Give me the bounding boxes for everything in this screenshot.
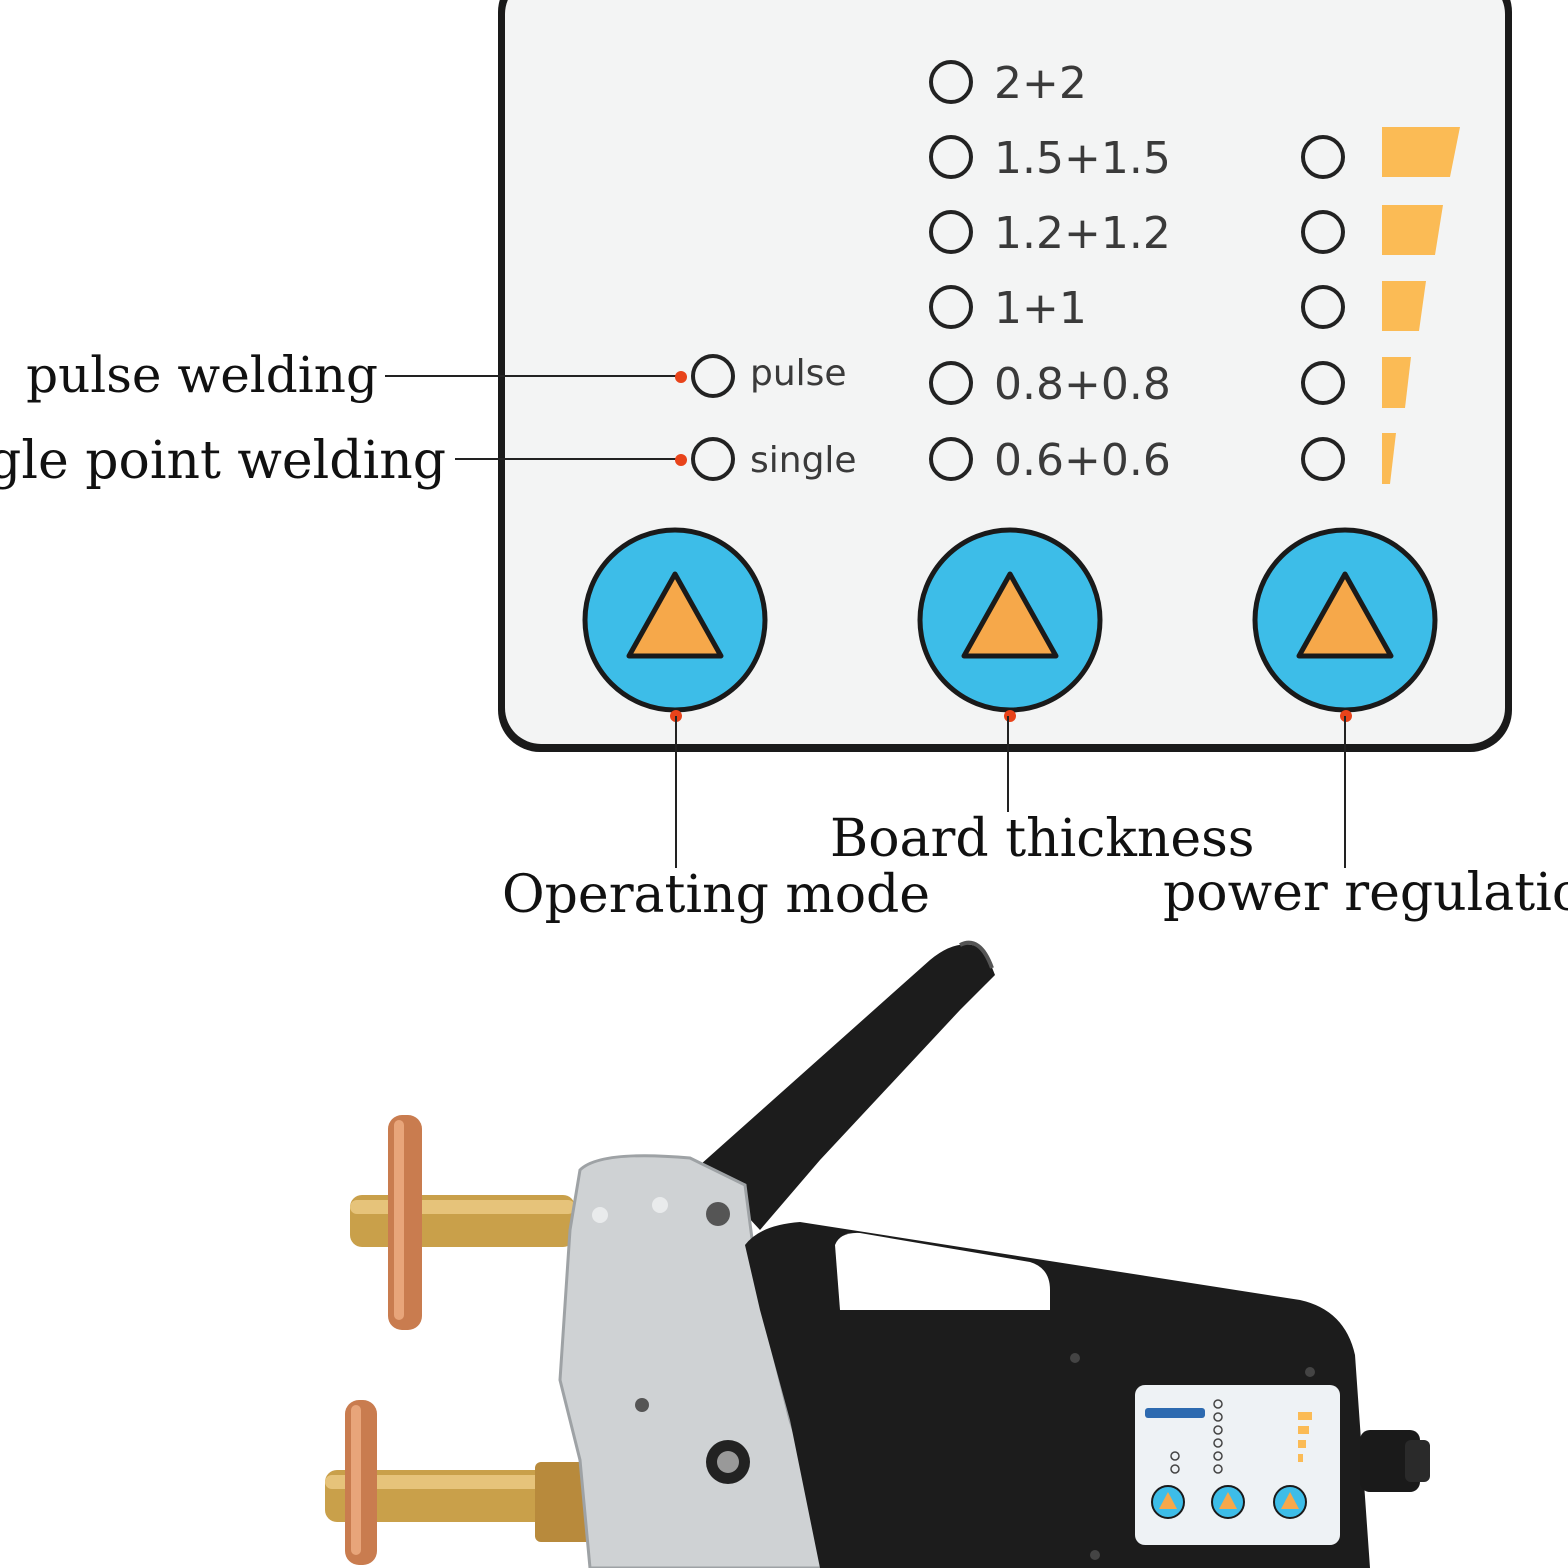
power-bar-2	[1382, 357, 1411, 408]
led-ring-icon	[1301, 135, 1345, 179]
callout-operating-mode: Operating mode	[502, 710, 930, 925]
callout-label-board-thickness: Board thickness	[830, 809, 1254, 869]
upper-electrode	[388, 1115, 422, 1330]
callout-power-regulation: power regulation	[1163, 710, 1568, 923]
thickness-button[interactable]	[917, 527, 1103, 713]
power-levels	[1301, 127, 1460, 484]
callout-dot	[1004, 710, 1016, 722]
power-bar-1	[1382, 433, 1396, 484]
mode-button[interactable]	[582, 527, 768, 713]
callout-board-thickness: Board thickness	[830, 710, 1254, 869]
led-ring-icon	[929, 60, 973, 104]
thickness-option: 1.5+1.5	[994, 133, 1171, 184]
led-ring-icon	[1301, 285, 1345, 329]
callout-label-power-regulation: power regulation	[1163, 863, 1568, 923]
led-ring-icon	[929, 285, 973, 329]
callout-single: Single point welding	[0, 431, 687, 491]
control-panel	[498, 0, 1512, 752]
led-ring-icon	[929, 361, 973, 405]
up-triangle-icon	[626, 571, 724, 659]
thickness-option: 1+1	[994, 283, 1087, 334]
up-triangle-icon	[961, 571, 1059, 659]
led-ring-icon	[1301, 437, 1345, 481]
handle-gap	[835, 1232, 1050, 1310]
thickness-option: 2+2	[994, 58, 1087, 109]
up-triangle-icon	[1296, 571, 1394, 659]
led-ring-icon	[929, 135, 973, 179]
lever-handle	[700, 944, 995, 1230]
led-ring-icon	[1301, 210, 1345, 254]
power-bar-5	[1382, 127, 1460, 177]
mode-option-single: single	[750, 440, 857, 481]
callout-dot	[675, 454, 687, 466]
panel-face	[505, 0, 1505, 744]
callout-label-pulse: pulse welding	[26, 346, 378, 404]
mode-option-pulse: pulse	[750, 353, 847, 394]
mode-options: pulse single	[691, 353, 857, 481]
spot-welder-illustration	[325, 940, 1430, 1568]
led-ring-icon	[691, 354, 735, 398]
aluminum-frame	[558, 1154, 842, 1568]
callout-label-operating-mode: Operating mode	[502, 865, 930, 925]
callout-pulse: pulse welding	[26, 346, 687, 404]
power-bar-3	[1382, 281, 1426, 331]
led-ring-icon	[929, 210, 973, 254]
thickness-option: 0.8+0.8	[994, 359, 1171, 410]
thickness-options: 2+2 1.5+1.5 1.2+1.2 1+1 0.8+0.8 0.6+0.6	[929, 58, 1171, 486]
power-button[interactable]	[1252, 527, 1438, 713]
led-ring-icon	[1301, 361, 1345, 405]
cable-gland	[1360, 1430, 1420, 1492]
power-bar-4	[1382, 205, 1443, 255]
thickness-option: 1.2+1.2	[994, 208, 1171, 259]
thickness-option: 0.6+0.6	[994, 435, 1171, 486]
led-ring-icon	[929, 437, 973, 481]
led-ring-icon	[691, 437, 735, 481]
callout-label-single: Single point welding	[0, 431, 446, 491]
callout-dot	[675, 371, 687, 383]
